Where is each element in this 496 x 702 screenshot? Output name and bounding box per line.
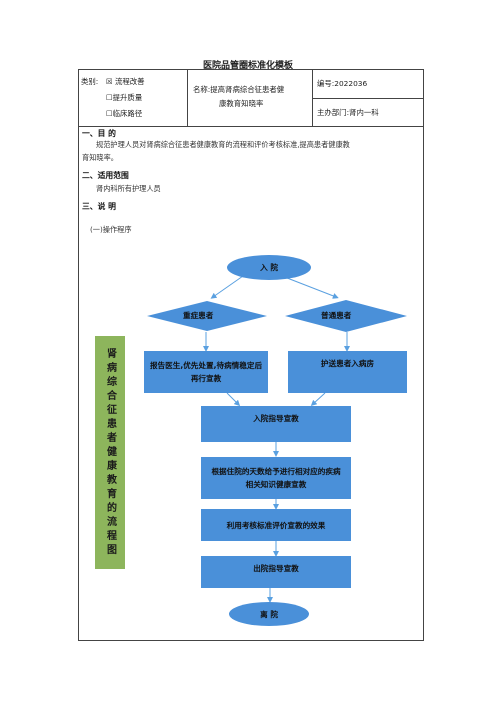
category-label: 类别: [81,77,99,86]
section-purpose-body: 规范护理人员对肾病综合征患者健康教育的流程和评价考核标准,提高患者健康教 [96,140,350,149]
section-notes-subtitle: (一)操作程序 [90,225,132,234]
end-discharge-oval: 离 院 [229,602,309,626]
start-admission-oval: 入 院 [227,255,311,280]
checkbox-checked-icon[interactable]: ☒ [106,77,113,86]
arrow-start-to-severe [210,275,244,299]
step-discharge-education: 出院指导宣教 [201,556,351,588]
step-disease-education: 根据住院的天数给予进行相对应的疾病相关知识健康宣教 [201,457,351,499]
arrow-normal-action-to-step1 [310,392,326,407]
host-department: 主办部门:肾内一科 [317,108,379,117]
arrow-severe-action-to-step1 [226,392,241,407]
row-divider [312,98,424,99]
category-option-process[interactable]: ☒ 流程改善 [106,77,145,86]
document-title: 医院品管圈标准化模板 [202,61,293,71]
template-code: 编号:2022036 [317,79,368,88]
severe-patient-label: 重症患者 [183,311,214,320]
category-option-quality[interactable]: ☐提升质量 [106,93,143,102]
normal-action-box: 护送患者入病房 [288,351,407,393]
section-scope-title: 二、适用范围 [82,171,129,180]
template-name-line2: 康教育知晓率 [219,99,264,108]
section-scope-body: 肾内科所有护理人员 [96,184,161,193]
template-table [78,69,424,641]
arrow-start-to-normal [281,275,339,299]
normal-decision-diamond [285,300,407,332]
section-notes-title: 三、说 明 [82,202,116,211]
category-option-pathway[interactable]: ☐临床路径 [106,109,143,118]
section-purpose-title: 一、目 的 [82,129,116,138]
step-evaluate-effect: 利用考核标准评价宣教的效果 [201,509,351,541]
header-divider [78,126,424,127]
severe-decision-diamond [147,301,267,331]
section-purpose-body-cont: 育知晓率。 [82,153,118,162]
checkbox-icon[interactable]: ☐ [106,109,113,118]
normal-patient-label: 普通患者 [321,311,352,320]
column-divider [187,69,188,126]
severe-action-box: 报告医生,优先处置,待病情稳定后再行宣教 [144,351,268,393]
template-name-line1: 名称:提高肾病综合征患者健 [193,85,285,94]
flowchart-side-label: 肾病综合征患者健康教育的流程图 [95,336,125,569]
step-admission-education: 入院指导宣教 [201,406,351,442]
checkbox-icon[interactable]: ☐ [106,93,113,102]
column-divider [312,69,313,126]
